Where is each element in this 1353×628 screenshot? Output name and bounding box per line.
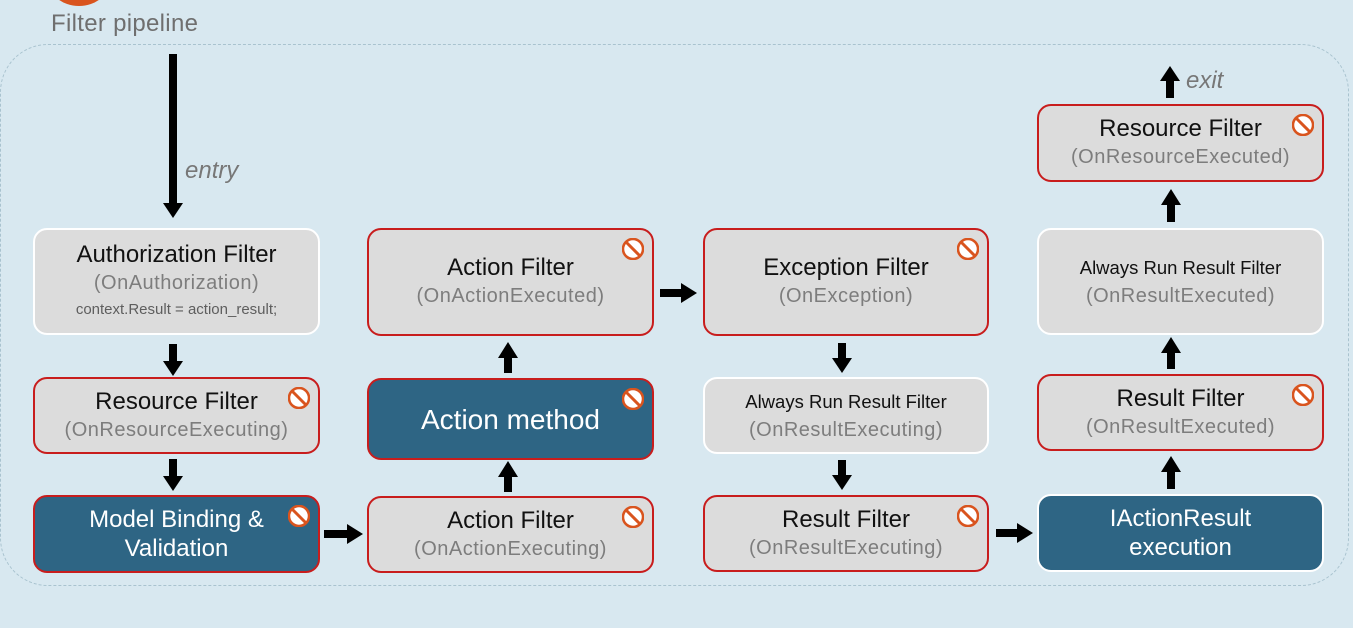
no-entry-icon [622, 506, 644, 528]
no-entry-icon [1292, 384, 1314, 406]
box-title-line1: Model Binding & [89, 506, 264, 533]
action-method-box: Action method [367, 378, 654, 460]
box-title-line2: Validation [124, 535, 229, 562]
no-entry-icon [622, 388, 644, 410]
box-method: (OnResultExecuted) [1085, 284, 1276, 307]
page-title: Filter pipeline [51, 10, 199, 37]
box-title: Action Filter [447, 506, 574, 534]
box-method: (OnResultExecuting) [748, 536, 944, 559]
box-method: (OnActionExecuted) [416, 285, 605, 307]
no-entry-icon [1292, 114, 1314, 136]
model-binding-box: Model Binding & Validation [33, 495, 320, 573]
no-entry-icon [957, 505, 979, 527]
resource-filter-executing-box: Resource Filter (OnResourceExecuting) [33, 377, 320, 454]
no-entry-icon [957, 238, 979, 260]
no-entry-icon [622, 238, 644, 260]
box-method: (OnResultExecuted) [1085, 415, 1276, 438]
authorization-filter-box: Authorization Filter (OnAuthorization) c… [33, 228, 320, 335]
exception-filter-box: Exception Filter (OnException) [703, 228, 989, 336]
action-filter-executed-box: Action Filter (OnActionExecuted) [367, 228, 654, 336]
exit-label: exit [1186, 67, 1224, 94]
pipeline-frame [0, 44, 1349, 586]
box-title: Exception Filter [763, 254, 929, 281]
no-entry-icon [288, 505, 310, 527]
result-filter-executed-box: Result Filter (OnResultExecuted) [1037, 374, 1324, 451]
box-method: (OnResourceExecuted) [1071, 146, 1290, 168]
entry-label: entry [185, 157, 239, 184]
box-title: Action method [421, 403, 600, 435]
always-run-result-filter-executed-box: Always Run Result Filter (OnResultExecut… [1037, 228, 1324, 335]
box-title: Action Filter [447, 254, 574, 281]
box-method: (OnAuthorization) [93, 271, 260, 294]
logo-circle [48, 0, 110, 6]
box-title: Result Filter [1116, 384, 1245, 412]
iactionresult-execution-box: IActionResult execution [1037, 494, 1324, 572]
result-filter-executing-box: Result Filter (OnResultExecuting) [703, 495, 989, 572]
box-title: Always Run Result Filter [1079, 256, 1282, 278]
box-method: (OnException) [778, 285, 914, 307]
box-title: Always Run Result Filter [745, 390, 947, 412]
box-title: Result Filter [781, 505, 911, 533]
box-title: Resource Filter [1099, 115, 1262, 142]
box-code: context.Result = action_result; [75, 300, 278, 318]
box-title: Authorization Filter [76, 240, 277, 268]
resource-filter-executed-box: Resource Filter (OnResourceExecuted) [1037, 104, 1324, 182]
box-method: (OnActionExecuting) [414, 537, 607, 560]
box-title-line1: IActionResult [1109, 505, 1252, 532]
box-method: (OnResultExecuting) [748, 418, 944, 441]
action-filter-executing-box: Action Filter (OnActionExecuting) [367, 496, 654, 573]
box-title-line2: execution [1129, 534, 1232, 561]
box-title: Resource Filter [95, 387, 258, 415]
always-run-result-filter-executing-box: Always Run Result Filter (OnResultExecut… [703, 377, 989, 454]
box-method: (OnResourceExecuting) [64, 418, 289, 441]
no-entry-icon [288, 387, 310, 409]
